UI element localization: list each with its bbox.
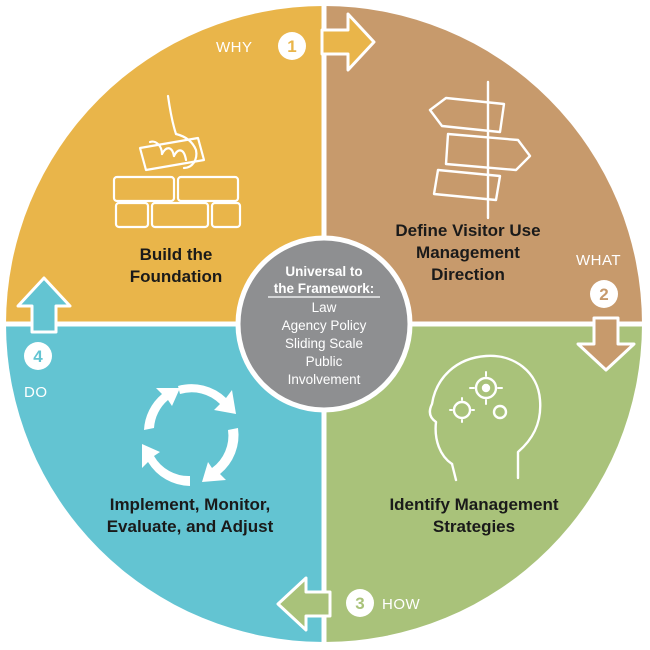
do-number: 4 (33, 347, 43, 366)
quadrant-build-foundation (6, 6, 324, 324)
identify-label-line2: Strategies (433, 517, 515, 536)
build-label-line1: Build the (140, 245, 213, 264)
do-label: DO (24, 384, 48, 401)
build-label-line2: Foundation (130, 267, 223, 286)
cycle-arrows-icon (142, 384, 239, 486)
center-title-line2: the Framework: (274, 281, 375, 296)
what-label: WHAT (576, 252, 621, 269)
how-arrow (276, 576, 332, 632)
identify-label-line1: Identify Management (389, 495, 558, 514)
what-arrow (576, 316, 636, 372)
implement-label-line2: Evaluate, and Adjust (107, 517, 274, 536)
define-label-line2: Management (416, 243, 520, 262)
do-number-badge (24, 342, 52, 370)
why-label: WHY (216, 39, 253, 56)
hand-placing-brick-icon (112, 94, 242, 229)
why-number: 1 (287, 37, 296, 56)
center-item-law: Law (312, 300, 337, 315)
quadrant-define-direction (324, 6, 642, 324)
how-label: HOW (382, 596, 421, 613)
center-item-sliding-scale: Sliding Scale (285, 336, 363, 351)
signpost-icon (428, 80, 532, 220)
quadrant-identify-strategies (324, 324, 642, 642)
why-arrow (320, 12, 376, 72)
center-title-line1: Universal to (285, 264, 362, 279)
what-number-badge (590, 280, 618, 308)
head-with-gears-icon (428, 354, 542, 482)
center-circle (235, 235, 413, 413)
how-number: 3 (355, 594, 364, 613)
center-item-agency-policy: Agency Policy (282, 318, 367, 333)
quadrant-implement-adjust (6, 324, 324, 642)
center-item-involvement: Involvement (288, 372, 361, 387)
implement-label-line1: Implement, Monitor, (110, 495, 271, 514)
what-number: 2 (599, 285, 608, 304)
center-item-public: Public (306, 354, 343, 369)
define-label-line1: Define Visitor Use (395, 221, 540, 240)
how-number-badge (346, 589, 374, 617)
do-arrow (16, 276, 72, 334)
define-label-line3: Direction (431, 265, 505, 284)
why-number-badge (278, 32, 306, 60)
